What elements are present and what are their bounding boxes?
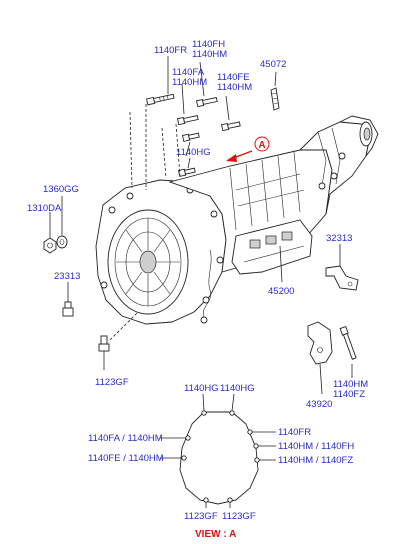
part-labels: 1140FR 1140FH 1140HM 1140FA 1140HM 1140F… — [27, 39, 368, 410]
bolt-1140fa — [177, 115, 199, 126]
label-1123gf: 1123GF — [95, 377, 129, 388]
view-label-top-right: 1140HG — [220, 383, 255, 394]
label-1140hm-a: 1140HM — [192, 49, 227, 60]
bolt-1140fh — [196, 97, 218, 108]
view-label-right-1: 1140FR — [278, 427, 311, 438]
label-1140hm-c: 1140HM — [217, 82, 252, 93]
bolt-1140hg-a — [181, 132, 200, 142]
label-1360gg: 1360GG — [43, 184, 79, 195]
view-a-callout: A — [226, 136, 270, 162]
bolt-23313 — [62, 301, 74, 317]
bolt-1140fe — [221, 121, 241, 132]
nut-1310da — [43, 237, 57, 254]
view-a-title: VIEW : A — [195, 529, 236, 540]
label-32313: 32313 — [326, 233, 352, 244]
bolt-1140fr — [146, 93, 175, 106]
washer-1360gg — [56, 235, 68, 249]
bracket-32313 — [325, 265, 359, 291]
view-label-left-2: 1140FE / 1140HM — [88, 453, 164, 464]
label-1140fh: 1140FH — [192, 39, 225, 50]
label-1140hm-b: 1140HM — [172, 77, 207, 88]
left-small-parts — [43, 196, 139, 370]
bracket-43920 — [307, 321, 333, 365]
view-label-bottom-right: 1123GF — [222, 511, 256, 522]
label-23313: 23313 — [54, 271, 80, 282]
transmission-assembly — [95, 115, 379, 325]
label-1310da: 1310DA — [27, 203, 62, 214]
view-label-left-1: 1140FA / 1140HM — [88, 433, 163, 444]
view-label-right-3: 1140HM / 1140FZ — [278, 455, 353, 466]
label-45072: 45072 — [260, 59, 286, 70]
label-1140fa: 1140FA — [172, 67, 205, 78]
callout-a-label: A — [258, 140, 265, 151]
label-45200: 45200 — [268, 286, 294, 297]
view-a-flange: 1140HG 1140HG 1140FA / 1140HM 1140FE / 1… — [88, 383, 354, 540]
bolt-1140hg-b — [177, 167, 196, 177]
bolt-1140hm-1140fz — [339, 325, 357, 360]
torque-converter — [107, 209, 189, 315]
right-side-parts — [279, 244, 359, 395]
bolts-top — [146, 87, 280, 177]
bolt-1123gf — [98, 335, 110, 352]
label-1140hm-d: 1140HM — [333, 379, 368, 390]
label-1140fz: 1140FZ — [333, 389, 365, 400]
view-label-right-2: 1140HM / 1140FH — [278, 441, 354, 452]
view-label-top-left: 1140HG — [184, 383, 219, 394]
label-1140fe: 1140FE — [217, 72, 250, 83]
pin-45072 — [270, 87, 280, 111]
leader-lines-top — [129, 56, 277, 190]
view-label-bottom-left: 1123GF — [184, 511, 218, 522]
label-1140hg: 1140HG — [176, 147, 211, 158]
label-43920: 43920 — [306, 399, 332, 410]
label-1140fr: 1140FR — [154, 45, 187, 56]
